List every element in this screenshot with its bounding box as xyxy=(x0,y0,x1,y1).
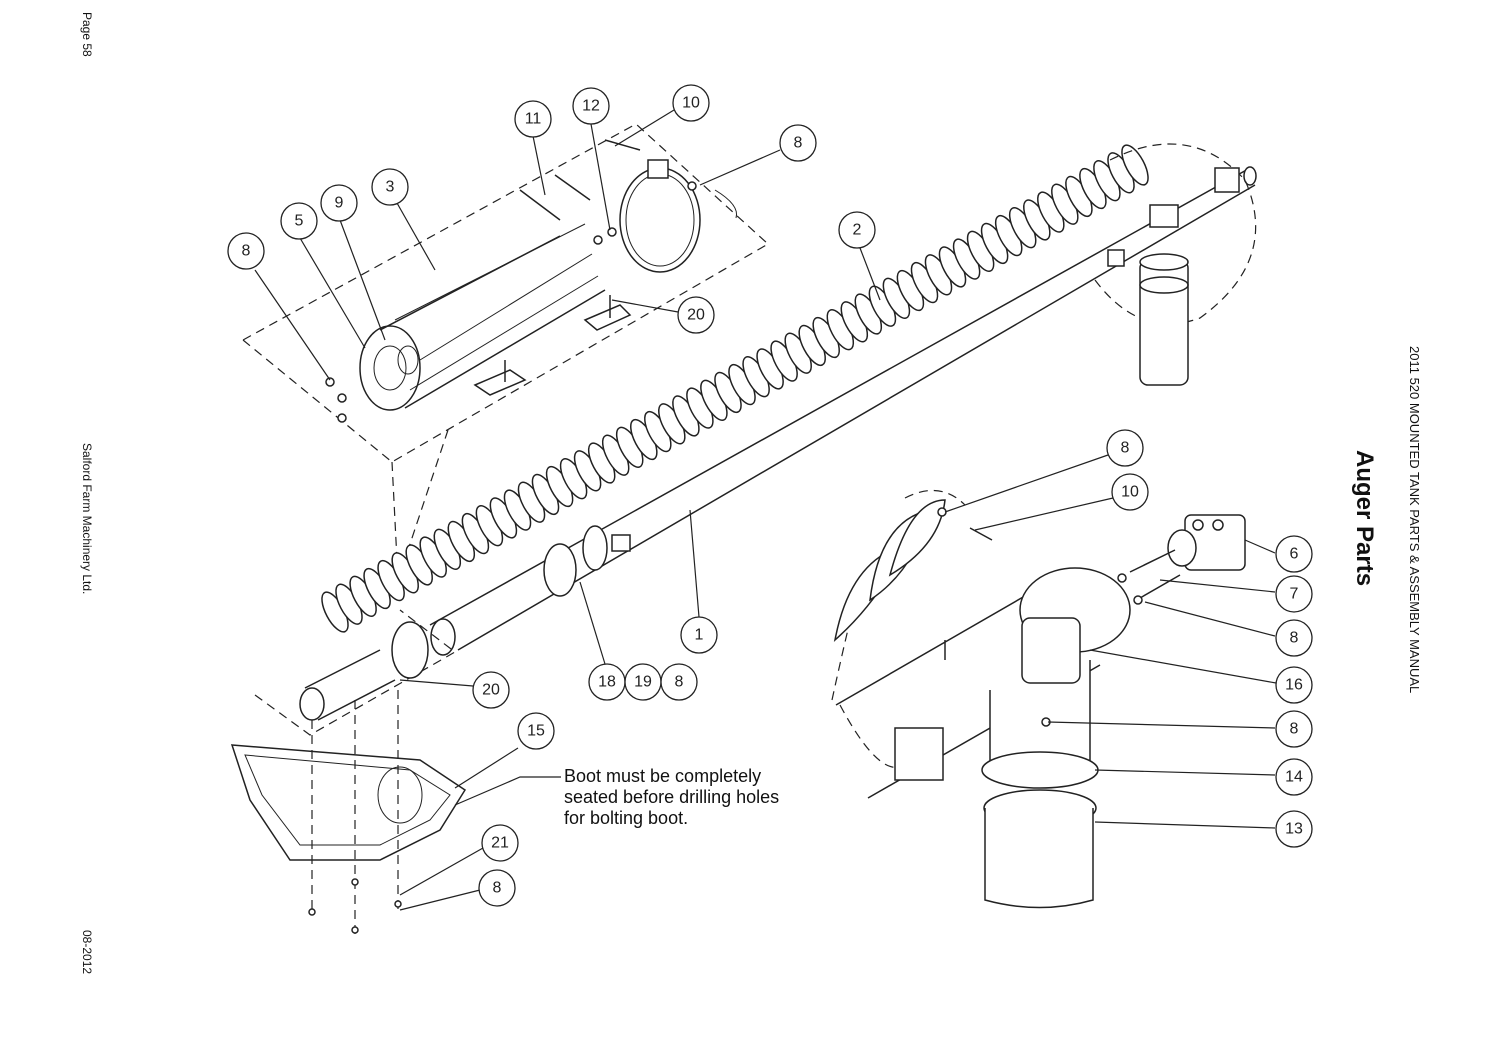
svg-text:8: 8 xyxy=(242,243,251,260)
svg-text:14: 14 xyxy=(1285,769,1303,786)
callout-1: 1 xyxy=(680,616,718,654)
callout-12: 12 xyxy=(572,87,610,125)
callout-16: 16 xyxy=(1275,666,1313,704)
callout-5: 5 xyxy=(280,202,318,240)
svg-text:20: 20 xyxy=(687,307,705,324)
upper-cage-assembly xyxy=(242,123,770,581)
svg-text:19: 19 xyxy=(634,674,652,691)
callout-3: 3 xyxy=(371,168,409,206)
callout-15: 15 xyxy=(517,712,555,750)
svg-text:8: 8 xyxy=(493,880,502,897)
callout-20: 20 xyxy=(677,296,715,334)
callout-8: 8 xyxy=(1106,429,1144,467)
auger-flighting xyxy=(321,144,1149,633)
svg-text:21: 21 xyxy=(491,835,509,852)
leader-lines xyxy=(254,109,1277,911)
svg-text:10: 10 xyxy=(682,95,700,112)
svg-text:8: 8 xyxy=(1290,721,1299,738)
auger-tube xyxy=(429,166,1257,656)
callout-10: 10 xyxy=(672,84,710,122)
svg-text:15: 15 xyxy=(527,723,545,740)
svg-text:2: 2 xyxy=(853,222,862,239)
svg-text:9: 9 xyxy=(335,195,344,212)
svg-text:12: 12 xyxy=(582,98,600,115)
callout-11: 11 xyxy=(514,100,552,138)
callout-10: 10 xyxy=(1111,473,1149,511)
svg-text:8: 8 xyxy=(675,674,684,691)
callout-20: 20 xyxy=(472,671,510,709)
svg-text:8: 8 xyxy=(1290,630,1299,647)
svg-text:1: 1 xyxy=(695,627,704,644)
svg-text:8: 8 xyxy=(1121,440,1130,457)
svg-text:5: 5 xyxy=(295,213,304,230)
spout-end xyxy=(1094,143,1257,386)
callout-7: 7 xyxy=(1275,575,1313,613)
drive-end-detail xyxy=(831,489,1246,909)
svg-text:3: 3 xyxy=(386,179,395,196)
svg-text:18: 18 xyxy=(598,674,616,691)
svg-text:7: 7 xyxy=(1290,586,1299,603)
page-number: Page 58 xyxy=(80,12,94,57)
callout-9: 9 xyxy=(320,184,358,222)
callout-8: 8 xyxy=(660,663,698,701)
callout-8: 8 xyxy=(779,124,817,162)
manual-title: 2011 520 MOUNTED TANK PARTS & ASSEMBLY M… xyxy=(1407,346,1422,694)
callout-8: 8 xyxy=(1275,619,1313,657)
boot-assembly xyxy=(230,609,467,940)
section-title: Auger Parts xyxy=(1351,450,1378,587)
revision-date: 08-2012 xyxy=(80,930,94,975)
callout-6: 6 xyxy=(1275,535,1313,573)
callout-8: 8 xyxy=(1275,710,1313,748)
callouts: 11 12 10 8 3 9 5 8 2 20 1 18 19 8 20 15 … xyxy=(227,84,1313,907)
svg-text:16: 16 xyxy=(1285,677,1303,694)
svg-text:8: 8 xyxy=(794,135,803,152)
callout-8: 8 xyxy=(478,869,516,907)
svg-text:6: 6 xyxy=(1290,546,1299,563)
boot-note: Boot must be completely seated before dr… xyxy=(564,766,780,828)
flight-loop xyxy=(1121,144,1149,186)
callout-8: 8 xyxy=(227,232,265,270)
svg-text:10: 10 xyxy=(1121,484,1139,501)
svg-text:13: 13 xyxy=(1285,821,1303,838)
callout-19: 19 xyxy=(624,663,662,701)
callout-14: 14 xyxy=(1275,758,1313,796)
callout-18: 18 xyxy=(588,663,626,701)
callout-13: 13 xyxy=(1275,810,1313,848)
svg-text:20: 20 xyxy=(482,682,500,699)
company-name: Salford Farm Machinery Ltd. xyxy=(80,443,94,595)
callout-21: 21 xyxy=(481,824,519,862)
callout-2: 2 xyxy=(838,211,876,249)
svg-text:11: 11 xyxy=(525,111,542,128)
